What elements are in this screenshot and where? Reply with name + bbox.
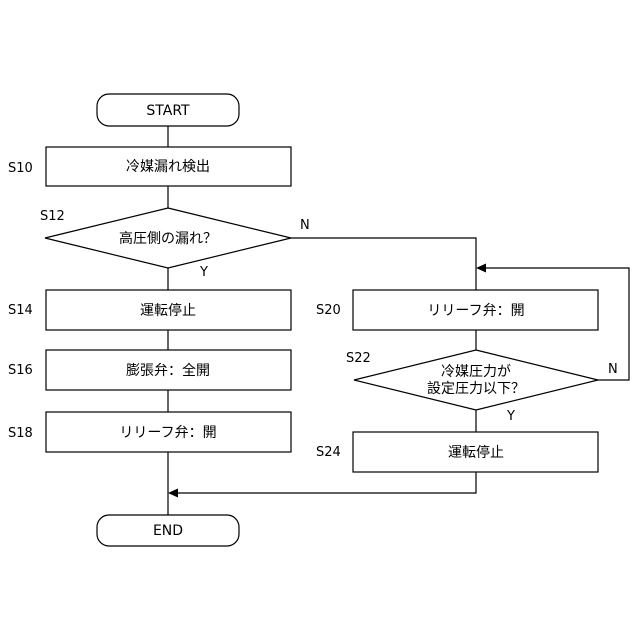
process-s10-text: 冷媒漏れ検出 bbox=[126, 159, 210, 175]
decision-s22: 冷媒圧力が 設定圧力以下？ bbox=[354, 350, 598, 410]
step-label-s24: S24 bbox=[316, 445, 341, 460]
decision-s12-text: 高圧側の漏れ？ bbox=[119, 230, 217, 247]
decision-s22-text-line1: 冷媒圧力が bbox=[441, 364, 511, 380]
decision-s22-text-line2: 設定圧力以下？ bbox=[427, 381, 525, 397]
connector-s12-no-branch bbox=[291, 238, 476, 290]
process-s10: 冷媒漏れ検出 bbox=[46, 147, 291, 186]
loop-arrowhead bbox=[476, 264, 486, 273]
decision-s12-yes-label: Y bbox=[199, 265, 208, 280]
start-terminator: START bbox=[97, 94, 239, 126]
start-label: START bbox=[146, 103, 190, 119]
return-arrowhead bbox=[168, 489, 178, 498]
step-label-s16: S16 bbox=[8, 363, 33, 378]
step-label-s14: S14 bbox=[8, 303, 33, 318]
step-label-s10: S10 bbox=[8, 161, 33, 176]
process-s16-text: 膨張弁：全開 bbox=[126, 362, 210, 379]
process-s20: リリーフ弁：開 bbox=[353, 290, 598, 330]
step-label-s12: S12 bbox=[40, 209, 65, 224]
decision-s12-no-label: N bbox=[300, 218, 310, 233]
end-terminator: END bbox=[97, 515, 239, 546]
decision-s22-yes-label: Y bbox=[506, 409, 515, 424]
process-s18-text: リリーフ弁：開 bbox=[119, 425, 216, 441]
process-s14-text: 運転停止 bbox=[140, 302, 196, 319]
step-label-s18: S18 bbox=[8, 426, 33, 441]
connector-s24-return bbox=[176, 472, 476, 493]
decision-s22-no-label: N bbox=[608, 362, 618, 377]
process-s14: 運転停止 bbox=[46, 290, 291, 330]
process-s24: 運転停止 bbox=[353, 432, 598, 472]
end-label: END bbox=[153, 523, 183, 539]
process-s18: リリーフ弁：開 bbox=[46, 412, 291, 452]
decision-s12: 高圧側の漏れ？ bbox=[45, 208, 291, 268]
process-s20-text: リリーフ弁：開 bbox=[427, 303, 524, 319]
process-s16: 膨張弁：全開 bbox=[46, 350, 291, 390]
step-label-s20: S20 bbox=[316, 303, 341, 318]
process-s24-text: 運転停止 bbox=[448, 444, 504, 461]
step-label-s22: S22 bbox=[346, 351, 371, 366]
